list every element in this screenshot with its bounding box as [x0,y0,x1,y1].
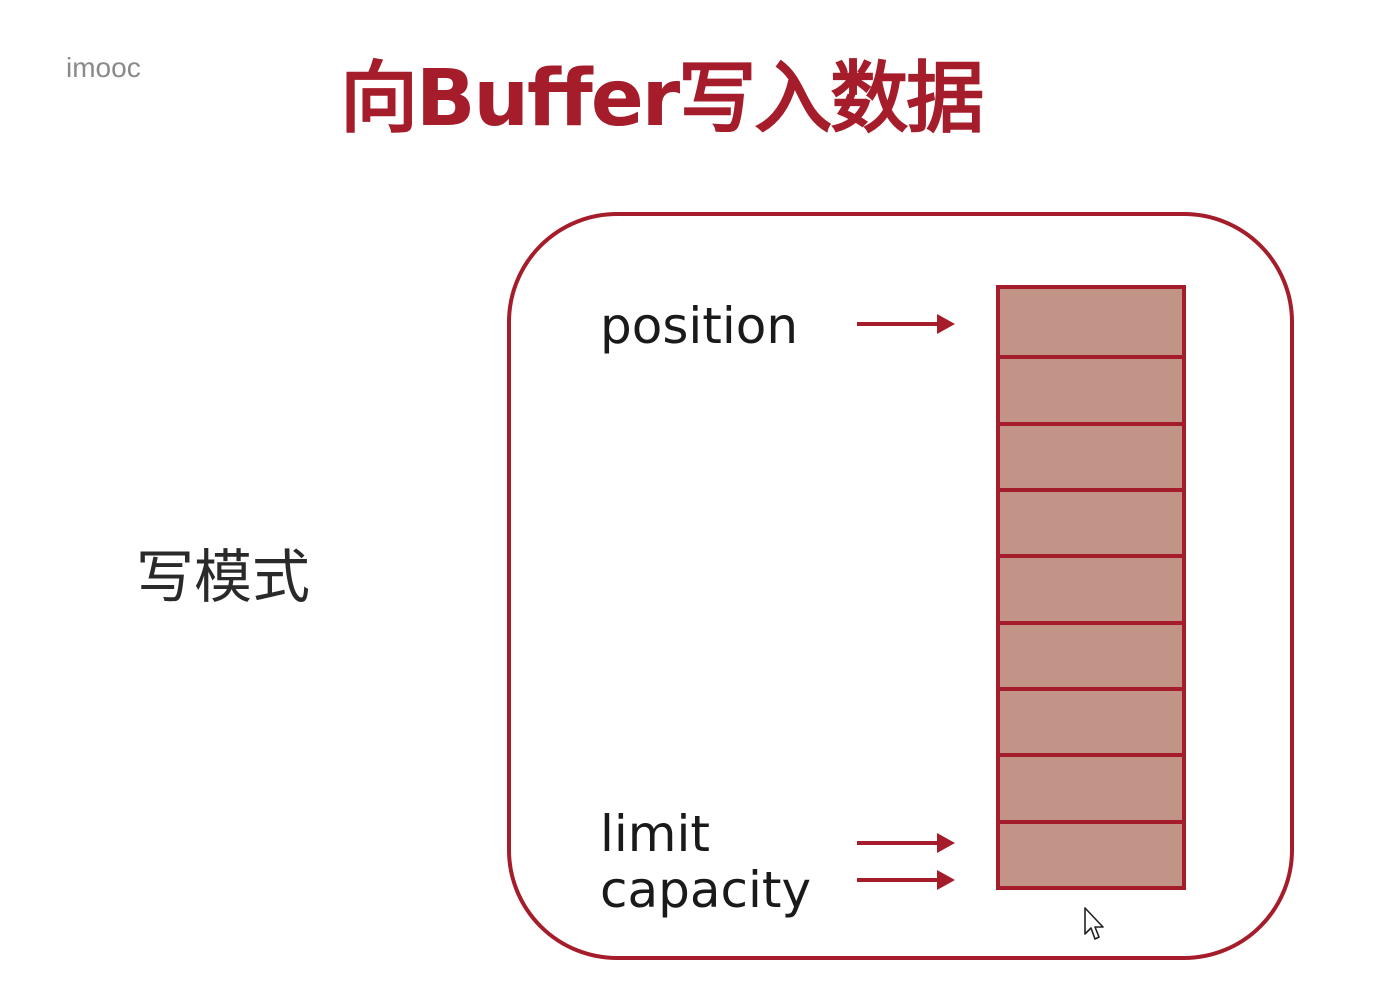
capacity-arrow [857,870,955,890]
buffer-cell [1000,620,1182,687]
buffer-cell [1000,687,1182,753]
capacity-label: capacity [600,861,812,919]
buffer-cell [1000,819,1182,886]
buffer-array [996,285,1186,890]
mouse-pointer-icon [1084,907,1104,940]
position-arrow [857,314,955,334]
buffer-cell [1000,355,1182,421]
page-title: 向Buffer写入数据 [340,54,984,144]
buffer-cell [1000,554,1182,620]
limit-label: limit [600,805,710,863]
buffer-cell [1000,753,1182,819]
position-label: position [600,297,799,355]
buffer-cell [1000,289,1182,355]
buffer-cell [1000,488,1182,554]
mode-label: 写模式 [136,543,311,611]
buffer-cell [1000,421,1182,488]
watermark-logo: imooc [66,52,141,83]
buffer-frame [507,212,1294,960]
limit-arrow [857,833,955,853]
